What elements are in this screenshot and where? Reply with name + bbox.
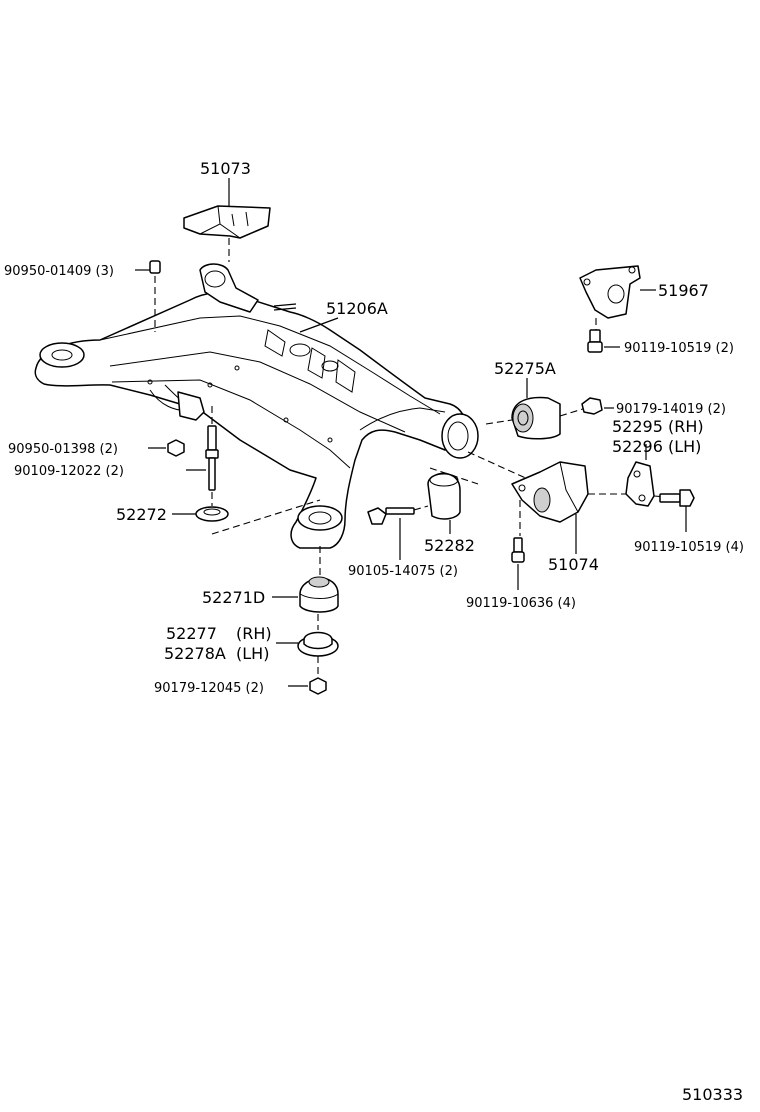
label-90119-10636: 90119-10636 (4) [466, 596, 576, 611]
label-51206a: 51206A [326, 299, 388, 318]
label-52277-side: (RH) [236, 624, 272, 643]
bolt-90119-10519-upper [587, 329, 603, 353]
label-90119-10519-upper: 90119-10519 (2) [624, 341, 734, 356]
washer-52272 [195, 506, 229, 522]
label-51074: 51074 [548, 555, 599, 574]
bracket-51967 [579, 265, 641, 319]
plate-52295-52296 [625, 461, 655, 507]
nut-90179-12045 [309, 677, 327, 695]
label-90179-14019: 90179-14019 (2) [616, 402, 726, 417]
label-90105-14075: 90105-14075 (2) [348, 564, 458, 579]
label-90179-12045: 90179-12045 (2) [154, 681, 264, 696]
label-52275a: 52275A [494, 359, 556, 378]
bolt-90950-01409 [149, 260, 161, 274]
bolt-90105-14075 [367, 507, 415, 525]
label-90109-12022: 90109-12022 (2) [14, 464, 124, 479]
label-51073: 51073 [200, 159, 251, 178]
retainer-52277-52278a [297, 631, 339, 657]
nut-90950-01398 [167, 439, 185, 457]
bracket-51074 [511, 461, 589, 523]
bushing-52275a [511, 396, 561, 440]
label-52296: 52296 (LH) [612, 437, 701, 456]
label-90950-01409: 90950-01409 (3) [4, 264, 114, 279]
label-52272: 52272 [116, 505, 167, 524]
cushion-52282 [427, 472, 461, 520]
label-52271d: 52271D [202, 588, 265, 607]
label-52282: 52282 [424, 536, 475, 555]
stud-90109-12022 [205, 425, 219, 491]
cushion-52271d [299, 576, 339, 613]
label-52277: 52277 [166, 624, 217, 643]
bolt-90119-10636 [511, 537, 525, 563]
nut-90179-14019 [581, 397, 603, 415]
bolt-90119-10519-lower [659, 489, 695, 507]
label-51967: 51967 [658, 281, 709, 300]
label-90119-10519-lower: 90119-10519 (4) [634, 540, 744, 555]
suspension-member-51206a [34, 263, 479, 549]
figure-number: 510333 [682, 1085, 743, 1104]
bracket-51073 [183, 205, 271, 239]
label-52278a-side: (LH) [236, 644, 269, 663]
label-52278a: 52278A [164, 644, 226, 663]
label-90950-01398: 90950-01398 (2) [8, 442, 118, 457]
label-52295: 52295 (RH) [612, 417, 704, 436]
